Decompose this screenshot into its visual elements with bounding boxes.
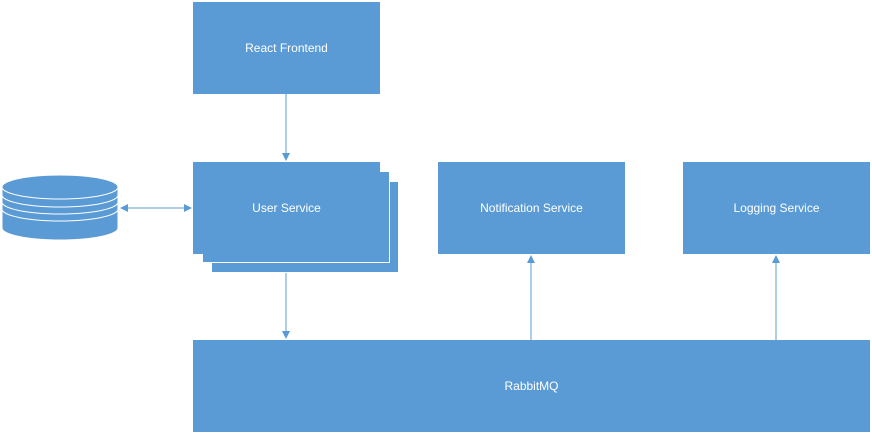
logging-service-label: Logging Service [733, 201, 820, 215]
rabbitmq-node[interactable]: RabbitMQ [193, 340, 870, 432]
notification-service-label: Notification Service [480, 201, 583, 215]
database-icon [1, 174, 119, 241]
user-service-label: User Service [252, 201, 321, 215]
notification-service-node[interactable]: Notification Service [438, 162, 625, 254]
user-service-node[interactable]: User Service [193, 162, 380, 254]
react-frontend-node[interactable]: React Frontend [193, 2, 380, 94]
react-frontend-label: React Frontend [245, 41, 328, 55]
logging-service-node[interactable]: Logging Service [683, 162, 870, 254]
rabbitmq-label: RabbitMQ [504, 379, 559, 393]
